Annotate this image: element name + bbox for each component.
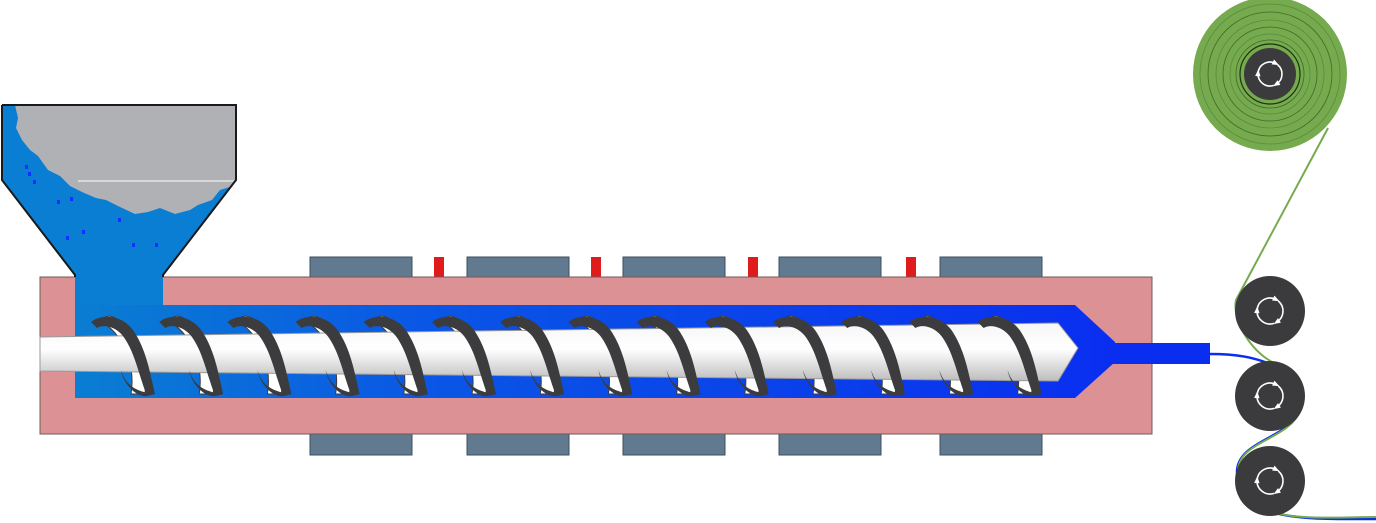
screw-flight-front	[568, 316, 633, 396]
screw-flight-front	[909, 316, 974, 396]
screw-flight-front	[500, 316, 565, 396]
temperature-sensors	[434, 257, 916, 278]
takeup-roll-layer	[1229, 33, 1311, 115]
temperature-sensor	[434, 257, 444, 278]
heater-bands-bottom	[309, 433, 1043, 456]
screw-flight-tip	[257, 370, 292, 397]
screw-flights-front	[91, 316, 1042, 397]
heater-band	[309, 256, 413, 279]
screw-flight-tip	[871, 370, 906, 397]
takeup-roll-layer	[1239, 43, 1301, 105]
pellet	[118, 218, 121, 222]
takeup-roll-layer	[1222, 26, 1318, 122]
heater-band	[622, 256, 726, 279]
heater-band	[939, 256, 1043, 279]
rotation-arrows-icon	[1255, 59, 1283, 87]
screw-flight-tip	[734, 370, 769, 397]
screw-flight-front	[159, 316, 224, 396]
pellet	[33, 180, 36, 184]
heater-band	[778, 433, 882, 456]
screw-flight-tip	[189, 370, 224, 397]
screw-flight-tip	[530, 370, 565, 397]
screw-flight-tip	[325, 370, 360, 397]
film-web-cooled	[1234, 127, 1376, 519]
heater-band	[466, 256, 570, 279]
screw-flight-tip	[1007, 370, 1042, 397]
heater-bands-top	[309, 256, 1043, 279]
screw-flight-front	[295, 316, 360, 396]
screw-flight-front	[432, 316, 496, 396]
temperature-sensor	[591, 257, 601, 278]
takeup-roll-layer	[1215, 19, 1325, 129]
screw-flight-tip	[939, 370, 974, 397]
takeup-roll	[1193, 0, 1347, 151]
screw-flight-tip	[393, 370, 428, 397]
chill-rolls	[1235, 276, 1305, 516]
feed-hopper	[1, 104, 237, 305]
screw-flight-tip	[803, 370, 837, 397]
plastic-pellets	[25, 165, 158, 247]
heater-band	[466, 433, 570, 456]
pellet	[82, 230, 85, 234]
hopper-empty-space	[15, 105, 236, 214]
screw-flight-front	[363, 316, 428, 396]
screw-flight-tip	[121, 370, 155, 397]
temperature-sensor	[748, 257, 758, 278]
screw-flight-front	[841, 316, 906, 396]
screw-flight-tip	[666, 370, 701, 397]
screw-flight-front	[773, 316, 837, 396]
screw-flight-tip	[598, 370, 633, 397]
takeup-roll-layer	[1199, 3, 1341, 145]
heater-band	[778, 256, 882, 279]
screw-flight-front	[227, 316, 292, 396]
pellet	[28, 172, 31, 176]
screw-flight-front	[977, 316, 1042, 396]
heater-band	[622, 433, 726, 456]
takeup-roll-layer	[1207, 11, 1333, 137]
screw-flight-front	[636, 316, 701, 396]
pellet	[132, 243, 135, 247]
heater-band	[309, 433, 413, 456]
takeup-roll-core	[1244, 48, 1296, 100]
heater-band	[939, 433, 1043, 456]
screw-flight-front	[91, 316, 155, 396]
rotation-arrows-icon	[1254, 465, 1284, 495]
chill-roll	[1235, 446, 1305, 516]
pellet	[25, 165, 28, 169]
pellet	[57, 200, 60, 204]
extrusion-die	[1112, 343, 1210, 364]
pellet	[155, 243, 158, 247]
screw-flight-front	[704, 316, 769, 396]
pellet	[66, 236, 69, 240]
rotation-arrows-icon	[1254, 380, 1284, 410]
pellet	[70, 197, 73, 201]
chill-roll	[1235, 276, 1305, 346]
screw-flight-tip	[462, 370, 496, 397]
temperature-sensor	[906, 257, 916, 278]
rotation-arrows-icon	[1254, 295, 1284, 325]
chill-roll	[1235, 361, 1305, 431]
takeup-roll-layer	[1235, 39, 1305, 109]
